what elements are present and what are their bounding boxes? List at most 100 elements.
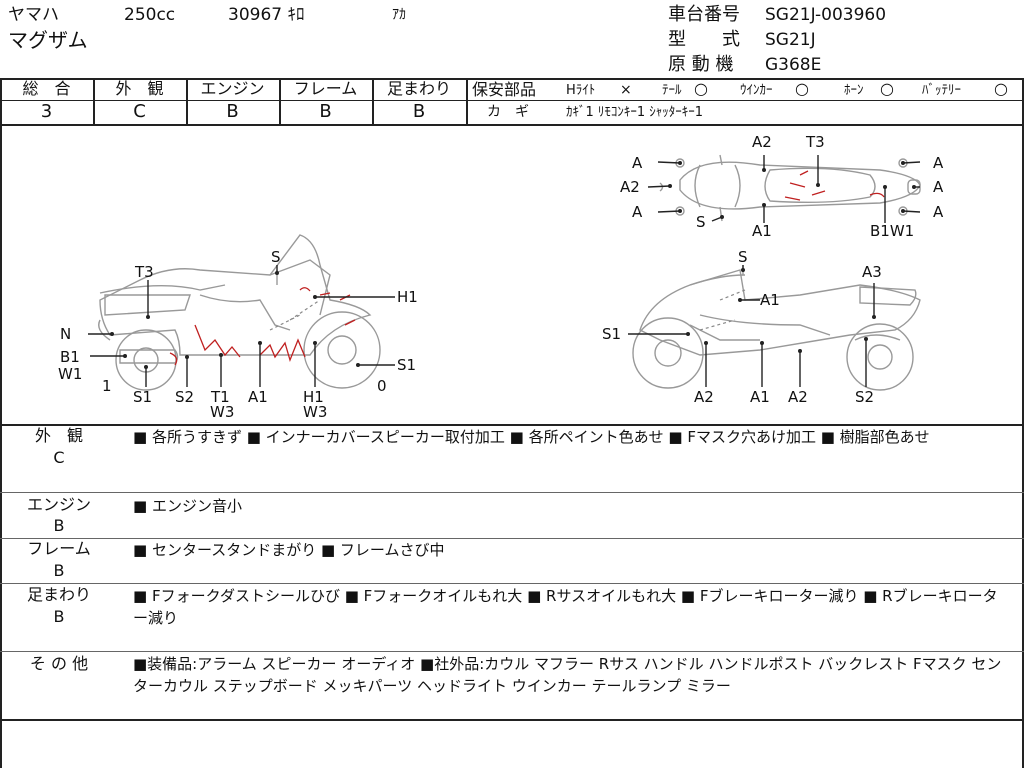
diagram-label: S xyxy=(738,248,748,266)
note-frame-label: フレーム xyxy=(27,539,91,558)
diagram-label: A2 xyxy=(620,178,640,196)
safety-mark-winker: ○ xyxy=(795,79,809,98)
note-frame-grade: B xyxy=(53,561,65,580)
grid-line xyxy=(0,492,1024,493)
score-total-value: 3 xyxy=(40,101,53,122)
grid-line xyxy=(0,719,1024,721)
safety-item-tail: ﾃｰﾙ xyxy=(662,83,682,98)
note-engine-grade: B xyxy=(53,516,65,535)
engine-label: 原 動 機 xyxy=(668,54,734,75)
score-exterior-value: C xyxy=(133,101,146,122)
frame-no-label: 車台番号 xyxy=(668,4,740,25)
grid-line xyxy=(0,583,1024,584)
diagram-label: A xyxy=(632,154,643,172)
note-frame-text: ■ センタースタンドまがり ■ フレームさび中 xyxy=(133,541,445,559)
engine-value: G368E xyxy=(765,55,822,75)
diagram-label: S1 xyxy=(397,356,416,374)
diagram-label: B1W1 xyxy=(870,222,914,240)
frame-no-value: SG21J-003960 xyxy=(765,5,887,25)
note-other-label: そ の 他 xyxy=(29,654,89,673)
diagram-label: A xyxy=(933,154,944,172)
diagram-label: A2 xyxy=(788,388,808,406)
diagram-label: A1 xyxy=(248,388,268,406)
diagram-label: S1 xyxy=(602,325,621,343)
note-engine-text: ■ エンジン音小 xyxy=(133,497,242,515)
score-frame-label: フレーム xyxy=(293,79,358,98)
scooter-top-view xyxy=(659,154,921,222)
safety-mark-horn: ○ xyxy=(880,79,894,98)
grid-line xyxy=(279,78,281,124)
diagram-label: A xyxy=(933,178,944,196)
note-exterior-label: 外 観 xyxy=(34,426,83,445)
note-other-text: ■装備品:アラーム スピーカー オーディオ ■社外品:カウル マフラー Rサス … xyxy=(133,655,1002,695)
note-exterior-grade: C xyxy=(53,448,65,467)
grid-line xyxy=(0,424,1024,426)
diagram-label: A1 xyxy=(760,291,780,309)
grid-line xyxy=(1022,78,1024,768)
diagram-label: W1 xyxy=(58,365,82,383)
score-frame-value: B xyxy=(319,101,332,122)
grid-line xyxy=(466,100,1024,101)
diagram-label: S xyxy=(271,248,281,266)
diagram-label: 0 xyxy=(377,377,387,395)
type-label: 型 式 xyxy=(668,29,740,50)
score-engine-value: B xyxy=(226,101,239,122)
diagram-label: T3 xyxy=(134,263,154,281)
note-engine-label: エンジン xyxy=(26,495,91,514)
type-value: SG21J xyxy=(765,30,816,50)
grid-line xyxy=(0,100,466,101)
diagram-label: A xyxy=(933,203,944,221)
safety-mark-battery: ○ xyxy=(994,79,1008,98)
model-name: マグザム xyxy=(8,28,88,52)
safety-mark-tail: ○ xyxy=(694,79,708,98)
grid-line xyxy=(0,651,1024,652)
note-suspension-grade: B xyxy=(53,607,65,626)
color: ｱｶ xyxy=(392,7,406,23)
displacement: 250cc xyxy=(124,5,176,25)
score-suspension-value: B xyxy=(412,101,426,122)
grid-line xyxy=(0,538,1024,539)
diagram-label: A2 xyxy=(694,388,714,406)
grid-line xyxy=(0,78,1024,80)
score-total-label: 総 合 xyxy=(22,79,71,98)
grid-line xyxy=(372,78,374,124)
safety-item-battery: ﾊﾞｯﾃﾘｰ xyxy=(922,83,961,98)
key-label: カ ギ xyxy=(487,104,529,120)
diagram-label: H1 xyxy=(303,388,324,406)
diagram-label: W3 xyxy=(303,403,327,421)
safety-item-horn: ﾎｰﾝ xyxy=(844,83,864,98)
score-engine-label: エンジン xyxy=(200,79,265,98)
scooter-right-view xyxy=(632,265,921,391)
diagram-label: A3 xyxy=(862,263,882,281)
safety-label: 保安部品 xyxy=(472,80,537,99)
diagram-label: A2 xyxy=(752,133,772,151)
maker: ヤマハ xyxy=(8,5,59,25)
score-suspension-label: 足まわり xyxy=(386,79,451,98)
diagram-label: A1 xyxy=(750,388,770,406)
grid-line xyxy=(466,78,468,124)
diagram-label: A xyxy=(632,203,643,221)
safety-item-headlight: Hﾗｲﾄ xyxy=(566,83,596,98)
diagram-label: B1 xyxy=(60,348,80,366)
grid-line xyxy=(93,78,95,124)
diagram-label: S2 xyxy=(175,388,194,406)
diagram-label: H1 xyxy=(397,288,418,306)
scooter-left-view xyxy=(98,234,381,391)
note-suspension-text: ■ Fフォークダストシールひび ■ Fフォークオイルもれ大 ■ Rサスオイルもれ… xyxy=(133,587,998,627)
diagram-label: T1 xyxy=(210,388,230,406)
mileage: 30967 ｷﾛ xyxy=(228,5,305,25)
grid-line xyxy=(186,78,188,124)
grid-line xyxy=(0,78,2,768)
safety-item-winker: ｳｲﾝｶｰ xyxy=(740,83,773,98)
diagram-label: S xyxy=(696,213,706,231)
score-exterior-label: 外 観 xyxy=(115,79,164,98)
diagram-label: S1 xyxy=(133,388,152,406)
key-value: ｶｷﾞ1 ﾘﾓｺﾝｷｰ1 ｼｬｯﾀｰｷｰ1 xyxy=(566,105,704,120)
diagram-label: T3 xyxy=(805,133,825,151)
diagram-label: S2 xyxy=(855,388,874,406)
safety-mark-headlight: × xyxy=(620,82,632,98)
diagram-label: N xyxy=(60,325,71,343)
grid-line xyxy=(0,124,1024,126)
diagram-label: 1 xyxy=(102,377,112,395)
damage-diagram: A A2 A S A2 T3 A1 B1W1 A A A S T3 H1 N B… xyxy=(58,133,944,421)
